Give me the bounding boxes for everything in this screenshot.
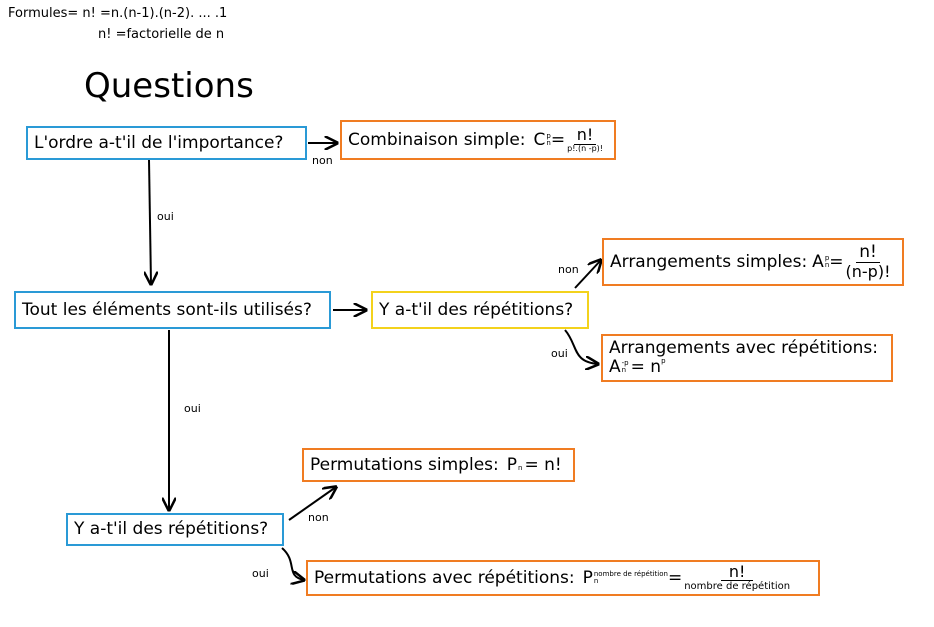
question-repetitions-arrangement: Y a-t'il des répétitions? [371, 291, 589, 329]
perm-simple-sub: n [518, 464, 523, 472]
arr-rep-letter: A [609, 357, 621, 377]
edge-label-q1-oui: oui [157, 210, 174, 223]
question-repetitions-permutation-text: Y a-t'il des répétitions? [74, 519, 269, 539]
edge-label-q3-oui: oui [551, 347, 568, 360]
combinaison-fraction: n! p!.(n -p)! [567, 126, 603, 154]
arr-simple-numerator: n! [856, 243, 880, 263]
combinaison-sup: p [546, 132, 551, 140]
result-permutations-repetitions: Permutations avec répétitions: P nombre … [306, 560, 820, 596]
formula-line: Formules= n! =n.(n-1).(n-2). ... .1 [8, 6, 228, 21]
perm-rep-sub: n [593, 577, 599, 585]
perm-rep-letter: P [582, 567, 593, 588]
combinaison-numerator: n! [573, 126, 597, 145]
arr-simple-eq: = [829, 251, 844, 272]
arrow-q4-oui [281, 547, 304, 580]
perm-rep-denominator: nombre de répétition [684, 581, 791, 593]
question-order-matters-text: L'ordre a-t'il de l'importance? [34, 132, 284, 153]
arr-simple-sup: p [824, 254, 830, 262]
edge-label-q4-oui: oui [252, 567, 269, 580]
result-permutations-simples: Permutations simples: P n = n! [302, 448, 575, 482]
combinaison-letter: C [533, 129, 546, 150]
edge-label-q1-non: non [312, 154, 333, 167]
edge-label-q3-non: non [558, 263, 579, 276]
arr-simple-fraction: n! (n-p)! [845, 243, 891, 281]
question-repetitions-arrangement-text: Y a-t'il des répétitions? [379, 299, 574, 320]
arr-simple-label: Arrangements simples: [610, 251, 808, 272]
perm-rep-label: Permutations avec répétitions: [314, 567, 575, 588]
combinaison-label: Combinaison simple: [348, 129, 526, 150]
question-all-elements-used: Tout les éléments sont-ils utilisés? [14, 291, 331, 329]
combinaison-eq: = [550, 129, 566, 150]
arrow-q4-non [288, 487, 336, 521]
perm-simple-eq: = n! [524, 454, 562, 475]
perm-rep-fraction: n! nombre de répétition [684, 563, 791, 593]
page-title: Questions [84, 66, 254, 106]
question-repetitions-permutation: Y a-t'il des répétitions? [66, 513, 284, 546]
perm-rep-numerator: n! [720, 563, 754, 582]
arr-rep-exp: p [661, 357, 666, 365]
question-order-matters: L'ordre a-t'il de l'importance? [26, 126, 307, 160]
edge-label-q2-oui: oui [184, 402, 201, 415]
edge-label-q4-non: non [308, 511, 329, 524]
arr-simple-sub: n [824, 261, 830, 269]
perm-simple-label: Permutations simples: [310, 454, 499, 475]
arr-simple-denominator: (n-p)! [845, 261, 891, 281]
arrow-q1-oui [149, 159, 151, 284]
arr-rep-label: Arrangements avec répétitions: [609, 338, 879, 359]
perm-rep-sup: nombre de répétition [593, 570, 668, 578]
question-all-elements-used-text: Tout les éléments sont-ils utilisés? [22, 299, 312, 320]
arr-rep-sup: -p [621, 359, 629, 368]
combinaison-denominator: p!.(n -p)! [567, 143, 603, 153]
arr-rep-sub: n [621, 366, 627, 375]
factorial-definition: n! =factorielle de n [98, 27, 225, 42]
perm-simple-letter: P [506, 454, 518, 475]
arrow-q3-non [574, 260, 601, 289]
arr-simple-letter: A [812, 251, 824, 272]
arr-rep-eq: = n [630, 357, 662, 377]
perm-rep-eq: = [667, 567, 683, 588]
arrow-q3-oui [564, 329, 598, 364]
combinaison-sub: n [546, 139, 551, 147]
perm-simple-symbol: P n [506, 454, 523, 475]
